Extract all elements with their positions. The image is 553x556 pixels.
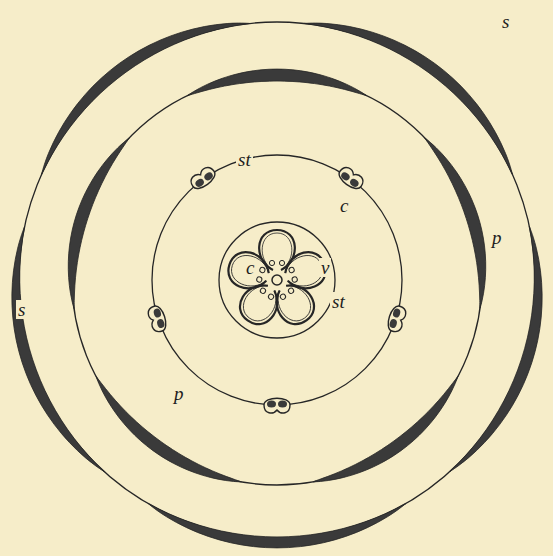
part-letter: v bbox=[319, 258, 331, 277]
sepal bbox=[12, 227, 105, 472]
part-letter: c bbox=[244, 258, 256, 277]
whorl-circle bbox=[19, 22, 535, 538]
part-letter: st bbox=[330, 292, 347, 311]
stamen bbox=[385, 304, 407, 333]
stamen bbox=[188, 165, 218, 192]
whorl-circle bbox=[72, 75, 482, 485]
part-letter: p bbox=[172, 384, 186, 403]
petal bbox=[424, 138, 485, 309]
sepal bbox=[450, 226, 542, 471]
whorl-circle bbox=[152, 155, 402, 405]
part-letter: s bbox=[16, 300, 27, 319]
stamen bbox=[146, 304, 168, 333]
part-letter: st bbox=[236, 150, 253, 169]
part-letter: c bbox=[338, 196, 350, 215]
part-letter: s bbox=[500, 12, 511, 31]
carpel bbox=[224, 248, 273, 294]
petal bbox=[187, 69, 366, 96]
petal bbox=[96, 377, 241, 482]
whorl-circle bbox=[219, 222, 335, 338]
part-letter: p bbox=[490, 228, 504, 247]
petal bbox=[313, 376, 458, 482]
sepal bbox=[148, 503, 406, 547]
stamen bbox=[264, 398, 290, 413]
stamen bbox=[336, 165, 366, 192]
sepal bbox=[304, 23, 513, 175]
floral-axis bbox=[272, 275, 282, 285]
sepal bbox=[41, 23, 249, 175]
petal bbox=[68, 138, 129, 309]
